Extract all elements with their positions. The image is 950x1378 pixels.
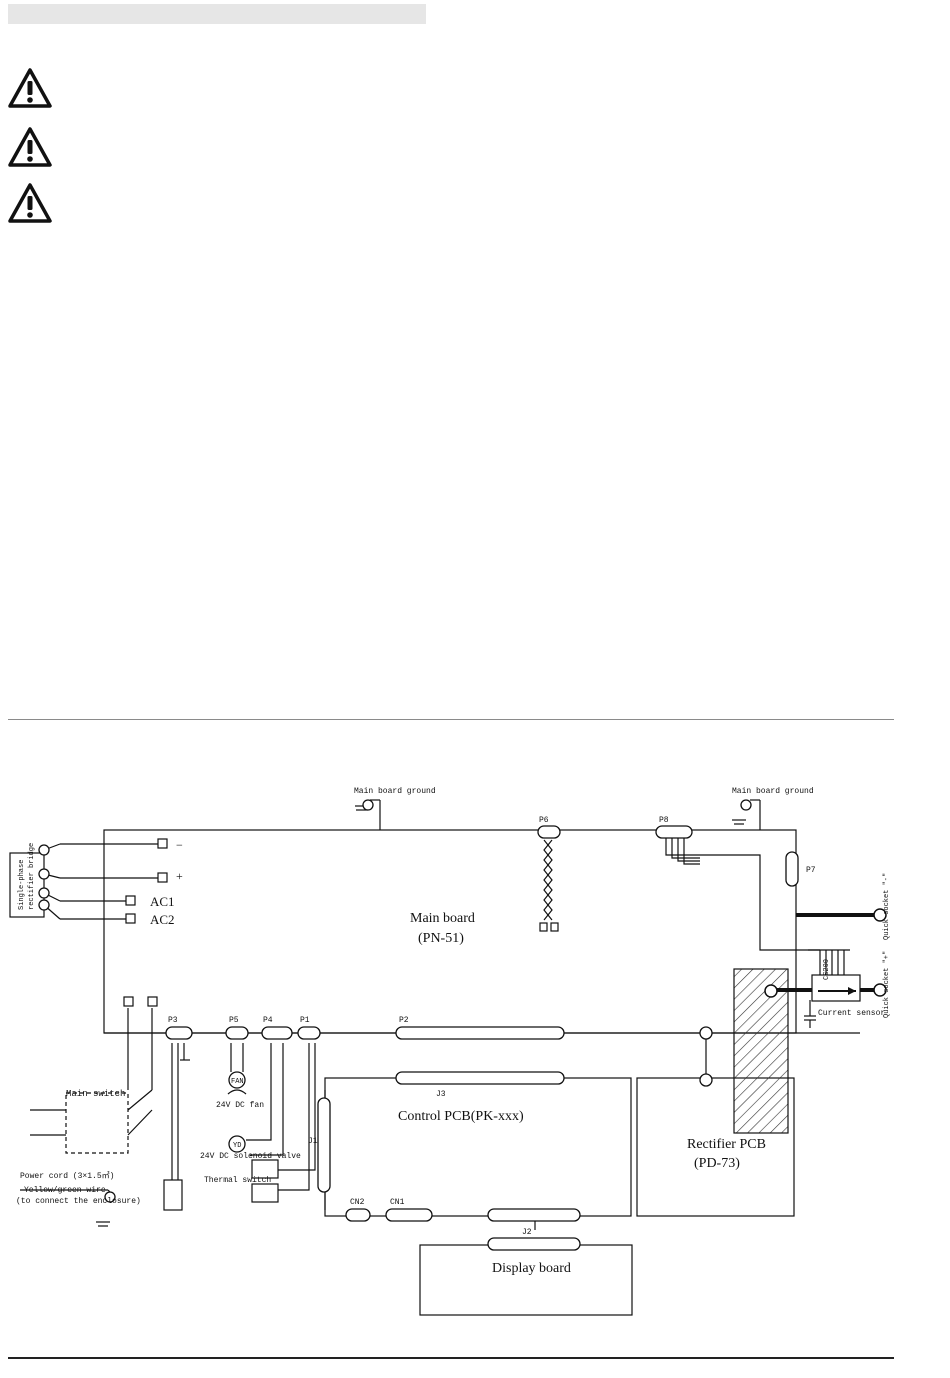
rectifier-hatch: [733, 968, 789, 1134]
minus-label: −: [176, 838, 183, 852]
quick-socket-minus-label: Quick socket "-": [883, 873, 891, 940]
connector-j1-label: J1: [308, 1137, 318, 1146]
display-board-outline: [419, 1244, 633, 1316]
rectifier-pcb-model-label: (PD-73): [694, 1156, 740, 1171]
connector-p3-label: P3: [168, 1016, 178, 1025]
warning-icon: [8, 183, 52, 223]
connector-p8-label: P8: [659, 816, 669, 825]
current-sensor-label: Current sensor: [818, 1009, 885, 1018]
header-bar: [8, 4, 426, 24]
connector-p6-label: P6: [539, 816, 549, 825]
yg-wire-label-1: Yellow/green wire: [24, 1186, 106, 1195]
ground-label-right: Main board ground: [732, 787, 814, 796]
thermal-switch-label: Thermal switch: [204, 1176, 271, 1185]
connector-p2-label: P2: [399, 1016, 409, 1025]
bridge-label-2: rectifier bridge: [28, 843, 36, 910]
section-divider: [8, 719, 894, 720]
main-switch-label: Main switch: [66, 1089, 125, 1099]
connector-j3-label: J3: [436, 1090, 446, 1099]
current-sensor-body: [811, 974, 861, 1002]
fan-label: FAN: [231, 1078, 244, 1086]
valve-label: YD: [233, 1142, 241, 1150]
display-board-label: Display board: [492, 1261, 571, 1276]
connector-p5-label: P5: [229, 1016, 239, 1025]
rectifier-pcb-outline: [636, 1077, 795, 1217]
ground-label-left: Main board ground: [354, 787, 436, 796]
ac2-label: AC2: [150, 912, 175, 927]
connector-p1-label: P1: [300, 1016, 310, 1025]
yg-wire-label-2: (to connect the enclosure): [16, 1197, 141, 1206]
connector-cn1-label: CN1: [390, 1198, 405, 1207]
rectifier-pcb-label: Rectifier PCB: [687, 1137, 766, 1152]
main-board-label: Main board: [410, 911, 475, 926]
connector-p4-label: P4: [263, 1016, 273, 1025]
connector-cn2-label: CN2: [350, 1198, 365, 1207]
control-pcb-outline: [324, 1077, 632, 1217]
connector-p7-label: P7: [806, 866, 816, 875]
cs-code-label: CS200: [823, 959, 831, 980]
valve-caption: 24V DC solenoid valve: [200, 1152, 301, 1161]
bridge-label-1: Single-phase: [18, 860, 26, 910]
connector-j2-label: J2: [522, 1228, 532, 1237]
ac1-label: AC1: [150, 894, 175, 909]
plus-label: +: [176, 869, 183, 883]
warning-icon: [8, 68, 52, 108]
warning-icon: [8, 127, 52, 167]
wiring-diagram: Main board ground Main board ground P6 P…: [9, 787, 891, 1316]
fan-caption: 24V DC fan: [216, 1101, 264, 1110]
quick-socket-plus-label: Quick socket "+": [883, 951, 891, 1018]
power-cord-label: Power cord (3×1.5㎡): [20, 1171, 114, 1181]
footer-rule: [8, 1357, 894, 1359]
control-pcb-label: Control PCB(PK-xxx): [398, 1109, 524, 1124]
main-board-model-label: (PN-51): [418, 931, 464, 946]
bridge-box: [9, 852, 45, 918]
